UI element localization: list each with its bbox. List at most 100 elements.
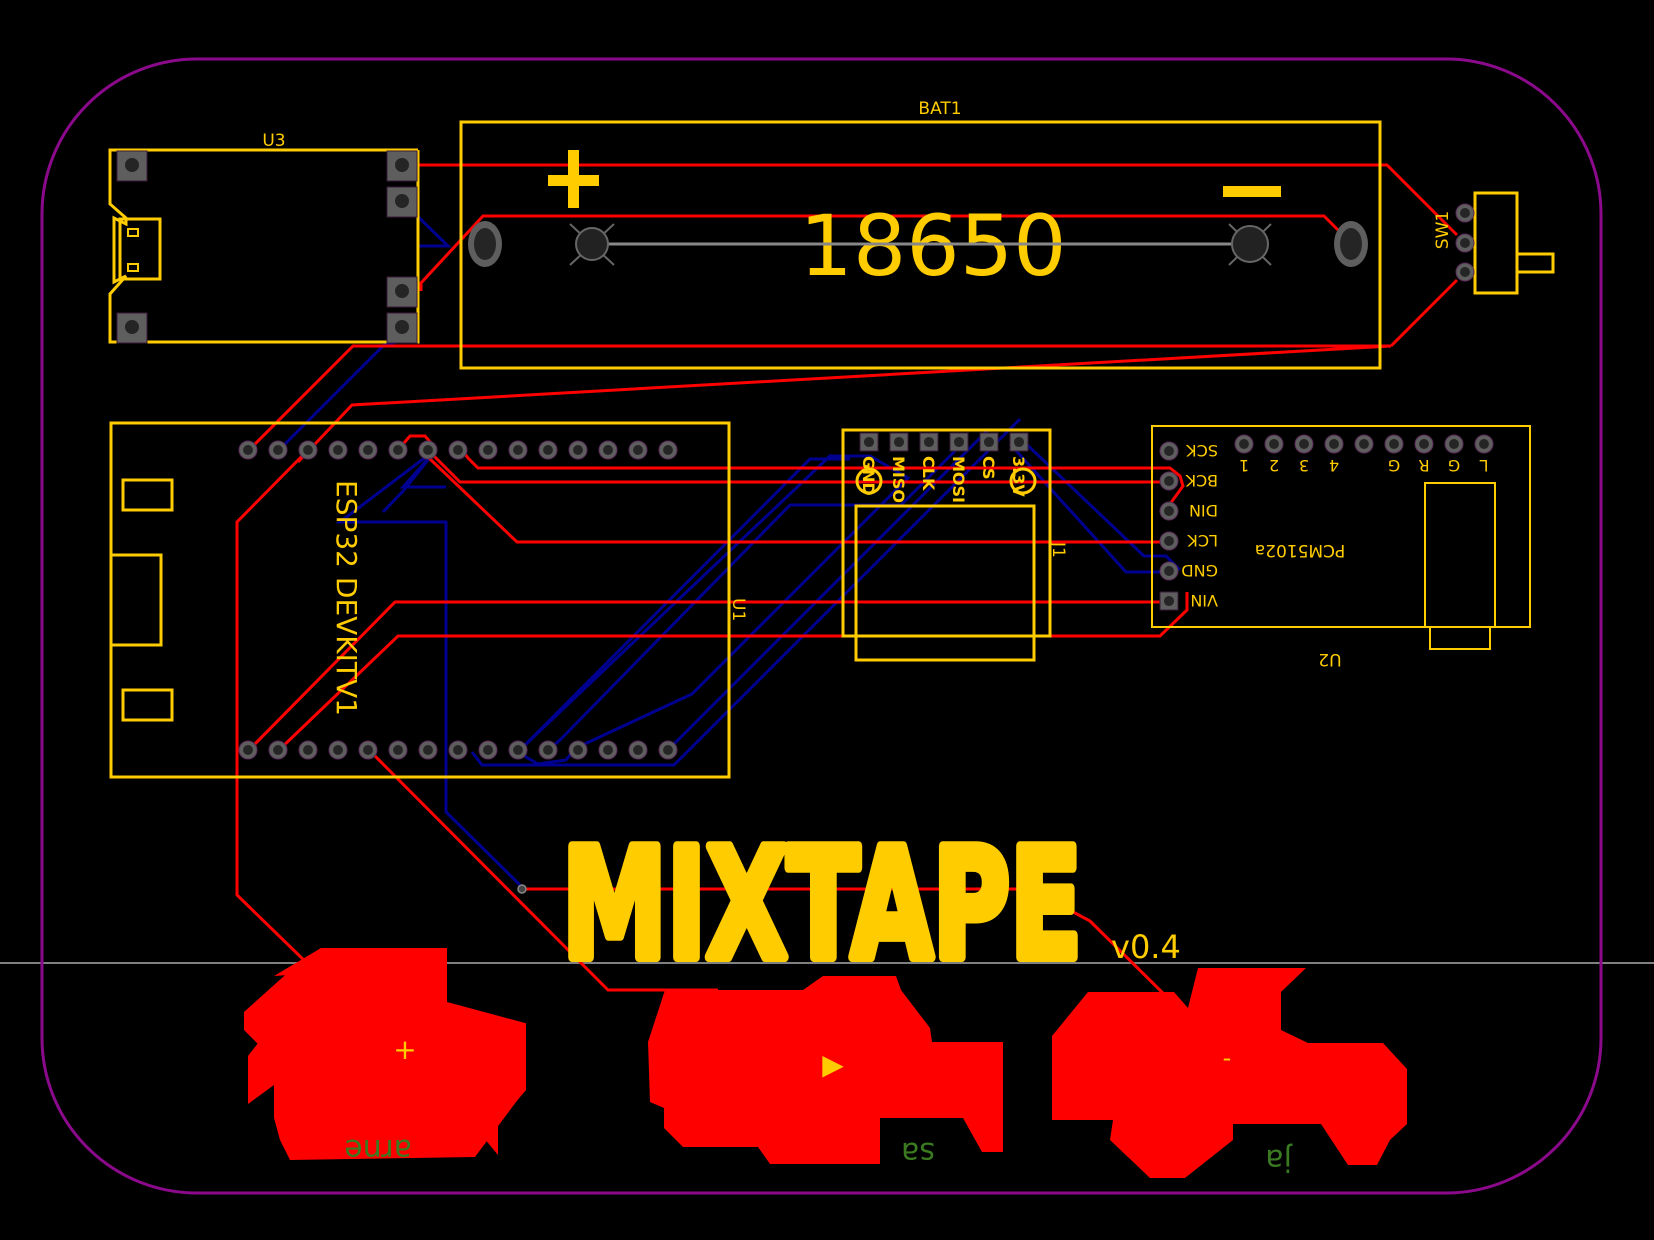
sd-module-outline — [841, 428, 1052, 638]
board-outline — [40, 57, 1603, 1195]
battery-type-label: 18650 — [799, 197, 1066, 295]
esp32-pin — [448, 440, 468, 460]
designator-sw1: SW1 — [1433, 211, 1453, 249]
designator-j1: J1 — [1048, 541, 1068, 558]
trace-top — [235, 448, 314, 970]
sd-pin — [1009, 432, 1029, 452]
designator-u2: U2 — [1318, 649, 1341, 669]
trace-top — [277, 592, 1189, 752]
dac-pin — [1159, 441, 1179, 461]
trace-top — [427, 456, 1170, 544]
esp32-pin-row-top — [238, 440, 678, 460]
trace-top — [247, 344, 1391, 452]
battery-contact-minus — [1228, 223, 1272, 266]
logo: MIXTAPE v0.4 — [557, 811, 1181, 998]
component-u3[interactable]: U3 — [108, 131, 420, 344]
esp32-pin — [568, 740, 588, 760]
trace-top — [460, 449, 1185, 505]
trace-top — [419, 214, 1342, 291]
switch-pads — [1455, 203, 1475, 282]
button-symbol: + — [393, 1033, 416, 1066]
esp32-pin — [448, 740, 468, 760]
minus-symbol — [1223, 186, 1281, 197]
dac-pin-label: R — [1418, 456, 1429, 475]
esp32-pin — [508, 440, 528, 460]
dac-pin-label: SCK — [1186, 441, 1218, 460]
dac-pin — [1234, 434, 1254, 454]
esp32-outline — [109, 421, 731, 779]
trace-bottom — [335, 448, 522, 887]
trace-bottom — [518, 457, 850, 752]
dac-pin — [1414, 434, 1434, 454]
dac-pin — [1264, 434, 1284, 454]
esp32-pin — [418, 740, 438, 760]
vcc-marker — [1009, 467, 1037, 495]
component-bat1[interactable]: BAT1 18650 — [459, 99, 1382, 370]
button-symbol: - — [1223, 1044, 1232, 1072]
dac-pin — [1444, 434, 1464, 454]
trace-top — [524, 887, 1180, 1010]
dac-outline — [1151, 425, 1531, 628]
esp32-pin — [658, 740, 678, 760]
sd-card-outline — [854, 504, 1036, 662]
designator-bat1: BAT1 — [918, 99, 961, 119]
sd-pin — [949, 432, 969, 452]
esp32-pin — [298, 740, 318, 760]
dac-pin — [1159, 591, 1179, 611]
esp32-pin — [508, 740, 528, 760]
battery-pad-minus — [1334, 221, 1368, 267]
esp32-pin — [328, 440, 348, 460]
esp32-pin — [238, 740, 258, 760]
sd-pin — [919, 432, 939, 452]
dac-pin — [1294, 434, 1314, 454]
dac-pin-label: 3 — [1299, 456, 1309, 475]
sd-pin-label: 3.3V — [1009, 456, 1028, 497]
esp32-usb-outline — [109, 553, 163, 647]
via — [517, 884, 527, 894]
trace-top — [247, 600, 1170, 752]
dac-label: PCM5102a — [1255, 540, 1345, 560]
esp32-pin — [358, 440, 378, 460]
esp32-pin — [388, 440, 408, 460]
esp32-button-outline — [121, 478, 174, 512]
usb-pin — [127, 228, 139, 237]
dac-pin-label: BCK — [1185, 471, 1218, 490]
trace-bottom — [547, 440, 966, 752]
esp32-pin — [538, 740, 558, 760]
esp32-pin — [478, 740, 498, 760]
button-volume-up[interactable]: + — [244, 948, 526, 1160]
u3-pads — [116, 150, 418, 344]
dac-pin-label: VIN — [1190, 591, 1218, 610]
button-play[interactable]: ▶ — [648, 976, 1003, 1164]
trace-bottom — [470, 417, 1022, 767]
bottom-silk-fragment: sa — [901, 1135, 935, 1170]
designator-u1: U1 — [728, 598, 748, 621]
esp32-pin — [568, 440, 588, 460]
battery-pad-plus — [468, 221, 502, 267]
dac-pin — [1159, 471, 1179, 491]
bottom-silk-fragment: ja — [1265, 1142, 1293, 1177]
esp32-button-outline — [121, 688, 174, 722]
button-volume-down[interactable]: - — [1052, 968, 1407, 1178]
gnd-marker — [855, 467, 883, 495]
button-pad — [648, 976, 1003, 1164]
esp32-pin — [628, 440, 648, 460]
bottom-silk-fragment: arne — [344, 1132, 412, 1167]
component-sw1[interactable]: SW1 — [1433, 191, 1555, 295]
esp32-pin — [628, 740, 648, 760]
component-u1[interactable]: ESP32 DEVKITV1 U1 — [109, 421, 748, 779]
dac-pin-label: 2 — [1269, 456, 1279, 475]
dac-pin-label: G — [1388, 456, 1400, 475]
esp32-label: ESP32 DEVKITV1 — [330, 480, 363, 716]
sd-pin-label: MISO — [889, 456, 908, 503]
esp32-pin — [478, 440, 498, 460]
esp32-pin — [268, 440, 288, 460]
dac-pin — [1324, 434, 1344, 454]
dac-pin — [1159, 561, 1179, 581]
